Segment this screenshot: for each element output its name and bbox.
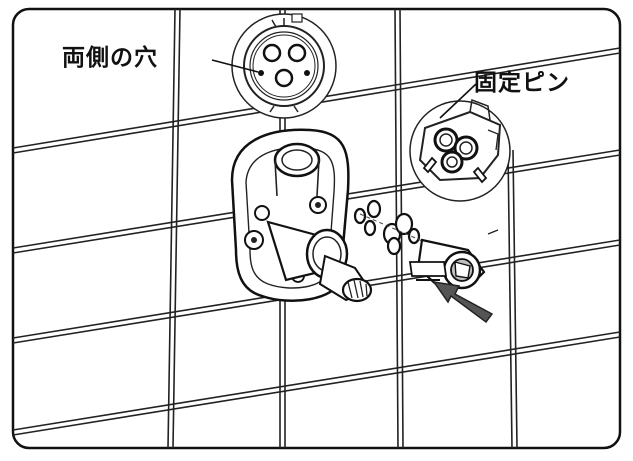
label-holes-both-sides: 両側の穴 — [62, 45, 158, 71]
side-hole-right — [304, 70, 310, 76]
holes-leader-line — [211, 59, 259, 73]
holes-inset — [231, 13, 337, 119]
o-rings — [353, 199, 421, 256]
pin-leader-line — [439, 83, 477, 119]
side-hole-left — [258, 70, 264, 76]
valve-body — [230, 128, 373, 303]
cartridge — [408, 229, 499, 290]
label-fixing-pin: 固定ピン — [474, 70, 570, 96]
insertion-arrow — [432, 280, 494, 324]
pin-inset — [409, 98, 511, 202]
